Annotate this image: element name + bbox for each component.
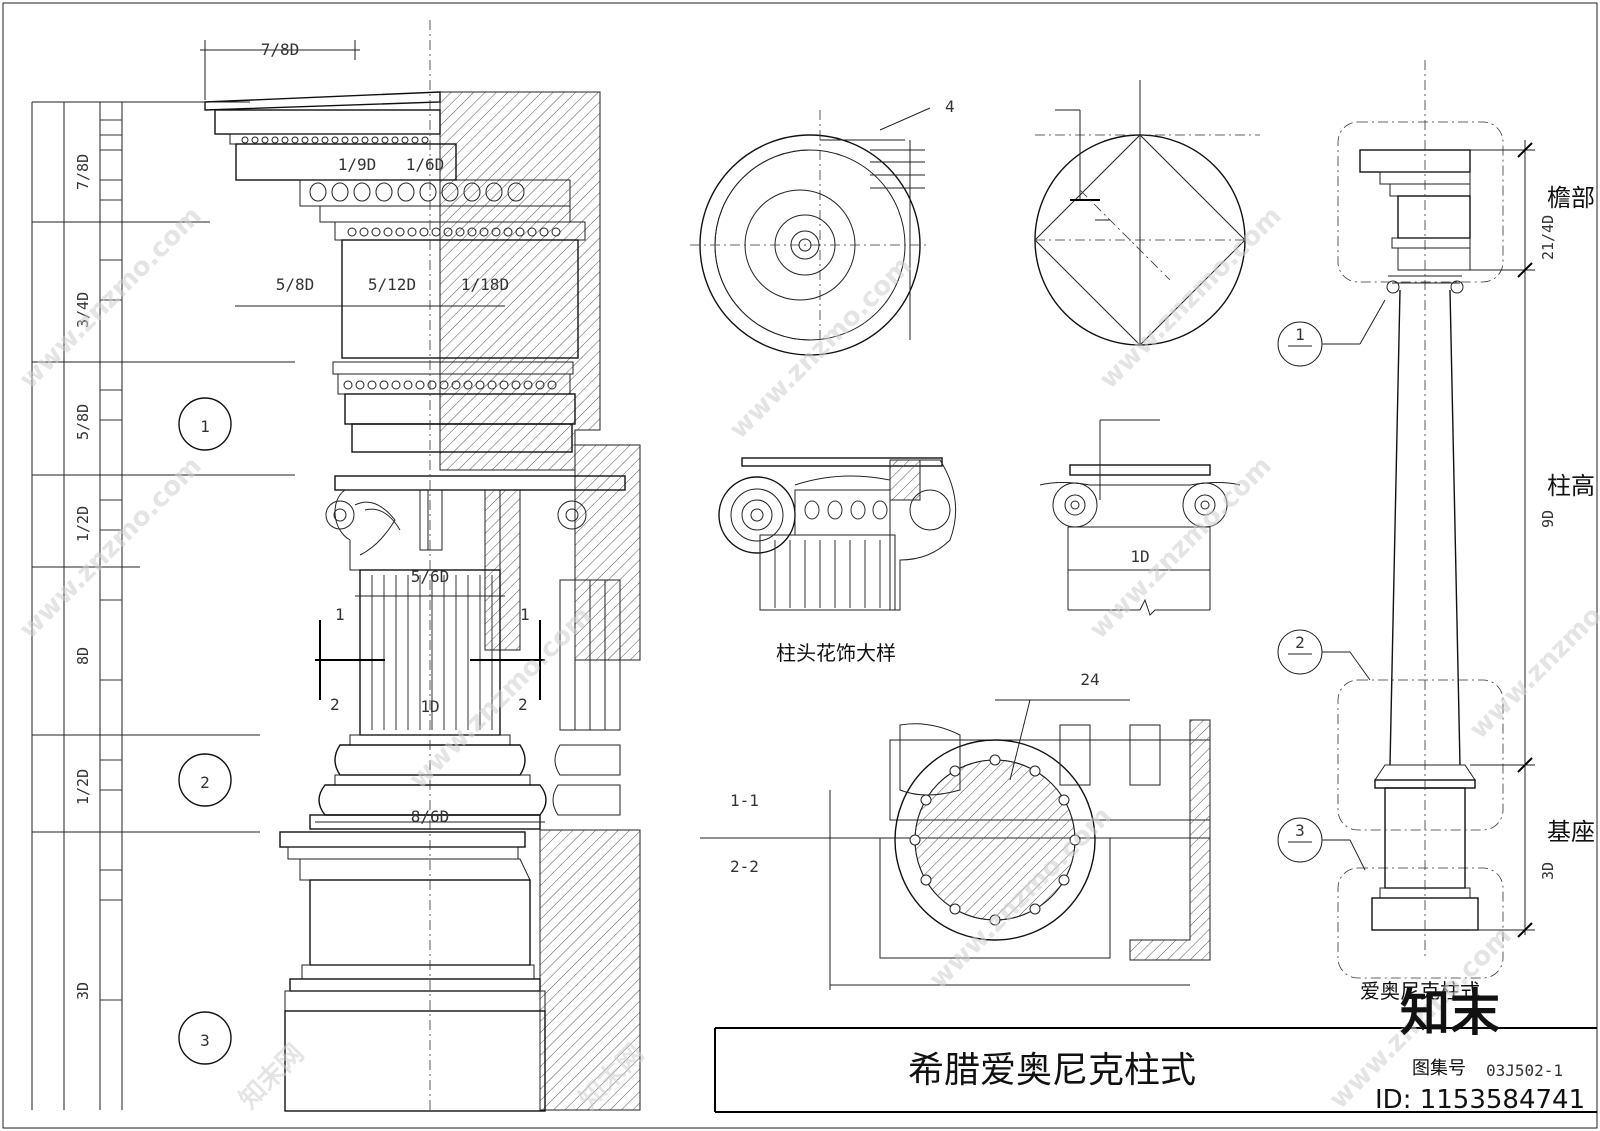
drawing-title: 希腊爱奥尼克柱式 bbox=[908, 1050, 1196, 1091]
scale-label: 8D bbox=[74, 647, 92, 665]
dim-cap-1d: 1D bbox=[1130, 547, 1149, 566]
dim-base: 3D bbox=[1539, 862, 1557, 880]
marker-right-1: 1 bbox=[1295, 325, 1305, 344]
watermark-brand: 知末 bbox=[1400, 984, 1500, 1042]
watermark-url: www.znzmo.com bbox=[724, 251, 918, 445]
dim-1-6: 1/6D bbox=[406, 155, 445, 174]
section-mark-2-left: 2 bbox=[330, 695, 340, 714]
dim-1-18: 1/18D bbox=[461, 275, 509, 294]
left-scale-labels: 7/8D 3/4D 5/8D 1/2D 8D 1/2D 3D bbox=[74, 154, 92, 1000]
watermark-url: www.znzmo.com bbox=[1464, 551, 1600, 745]
atlas-number: 03J502-1 bbox=[1486, 1061, 1563, 1080]
ionic-order-dimensions: 21/4D 檐部 9D 柱高 3D 基座 bbox=[1470, 140, 1595, 938]
scale-label: 1/2D bbox=[74, 769, 92, 805]
caption-capital-detail: 柱头花饰大样 bbox=[776, 641, 896, 665]
ionic-order-markers: 1 2 3 bbox=[1277, 299, 1386, 871]
dim-5-8: 5/8D bbox=[276, 275, 315, 294]
wall-hatch bbox=[439, 91, 641, 1111]
egg-and-dart-ornament bbox=[241, 136, 561, 390]
marker-right-3: 3 bbox=[1295, 821, 1305, 840]
label-entablature: 檐部 bbox=[1547, 184, 1595, 212]
section-label-1-1: 1-1 bbox=[730, 791, 759, 810]
dim-1-9: 1/9D bbox=[338, 155, 377, 174]
atlas-label: 图集号 bbox=[1412, 1058, 1466, 1079]
volute-plan: 4 bbox=[690, 97, 955, 356]
watermark-id: ID: 1153584741 bbox=[1375, 1085, 1585, 1115]
entablature bbox=[204, 91, 586, 453]
marker-circles-left: 1 2 3 bbox=[178, 397, 232, 1065]
dim-5-12: 5/12D bbox=[368, 275, 416, 294]
scale-label: 1/2D bbox=[74, 506, 92, 542]
title-block bbox=[714, 1027, 1597, 1113]
section-label-2-2: 2-2 bbox=[730, 857, 759, 876]
capital-front-view: 1D bbox=[1039, 419, 1241, 616]
pedestal bbox=[279, 831, 546, 1112]
dim-1d: 1D bbox=[420, 697, 439, 716]
dim-shaft: 9D bbox=[1539, 510, 1557, 528]
marker-right-2: 2 bbox=[1295, 633, 1305, 652]
scale-label: 3D bbox=[74, 982, 92, 1000]
ionic-order-elevation bbox=[1337, 60, 1504, 979]
left-scale-strip bbox=[31, 101, 295, 1110]
section-mark-2-right: 2 bbox=[518, 695, 528, 714]
capital-ornament-detail bbox=[718, 457, 957, 611]
dim-24: 24 bbox=[1080, 670, 1099, 689]
label-shaft: 柱高 bbox=[1547, 472, 1595, 500]
marker-3: 3 bbox=[200, 1031, 210, 1050]
section-mark-1-left: 1 bbox=[335, 605, 345, 624]
scale-label: 5/8D bbox=[74, 404, 92, 440]
scale-label: 7/8D bbox=[74, 154, 92, 190]
watermark-site: 知末网 bbox=[234, 1039, 310, 1115]
section-plan: 24 bbox=[700, 670, 1211, 990]
volute-construction bbox=[1034, 80, 1260, 346]
marker-1: 1 bbox=[200, 417, 210, 436]
scale-label: 3/4D bbox=[74, 292, 92, 328]
dim-8-6: 8/6D bbox=[411, 807, 450, 826]
marker-2: 2 bbox=[200, 773, 210, 792]
left-dimensions: 7/8D 1/9D 1/6D 5/8D 5/12D 1/18D 5/6D 1 1… bbox=[200, 40, 545, 826]
dim-entablature: 21/4D bbox=[1539, 215, 1557, 260]
dim-5-6: 5/6D bbox=[411, 567, 450, 586]
dim-top: 7/8D bbox=[261, 40, 300, 59]
watermark-url: www.znzmo.com bbox=[1084, 451, 1278, 645]
dim-4: 4 bbox=[945, 97, 955, 116]
watermark-url: www.znzmo.com bbox=[14, 201, 208, 395]
caption-ionic-order: 爱奥尼克柱式 bbox=[1360, 979, 1480, 1003]
label-base: 基座 bbox=[1547, 818, 1595, 846]
watermark-url: www.znzmo.com bbox=[1094, 201, 1288, 395]
watermark-url: www.znzmo.com bbox=[14, 451, 208, 645]
ionic-capital bbox=[325, 475, 626, 571]
section-mark-1-right: 1 bbox=[520, 605, 530, 624]
